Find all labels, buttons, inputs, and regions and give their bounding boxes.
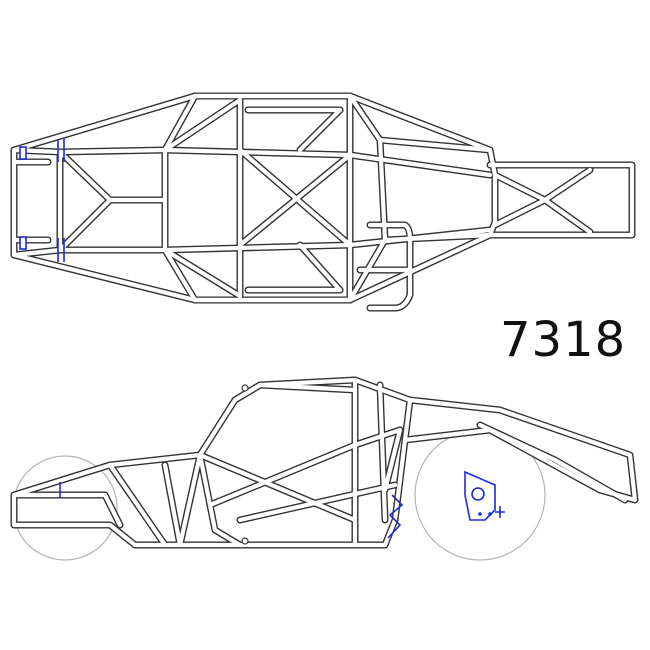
front-wheel-outline <box>12 455 118 561</box>
top-view-front-mounts <box>19 138 65 262</box>
chassis-side-view <box>10 376 639 561</box>
side-view-rear-shock-mount <box>387 494 404 539</box>
side-view-tube-caps <box>241 384 249 545</box>
chassis-top-view <box>10 92 636 312</box>
side-view-frame-outline <box>10 376 639 549</box>
top-view-frame-inner <box>11 93 635 311</box>
rear-hub-carrier-bracket <box>464 470 505 521</box>
part-number-label: 7318 <box>500 312 627 368</box>
side-view-frame-inner <box>11 377 638 548</box>
